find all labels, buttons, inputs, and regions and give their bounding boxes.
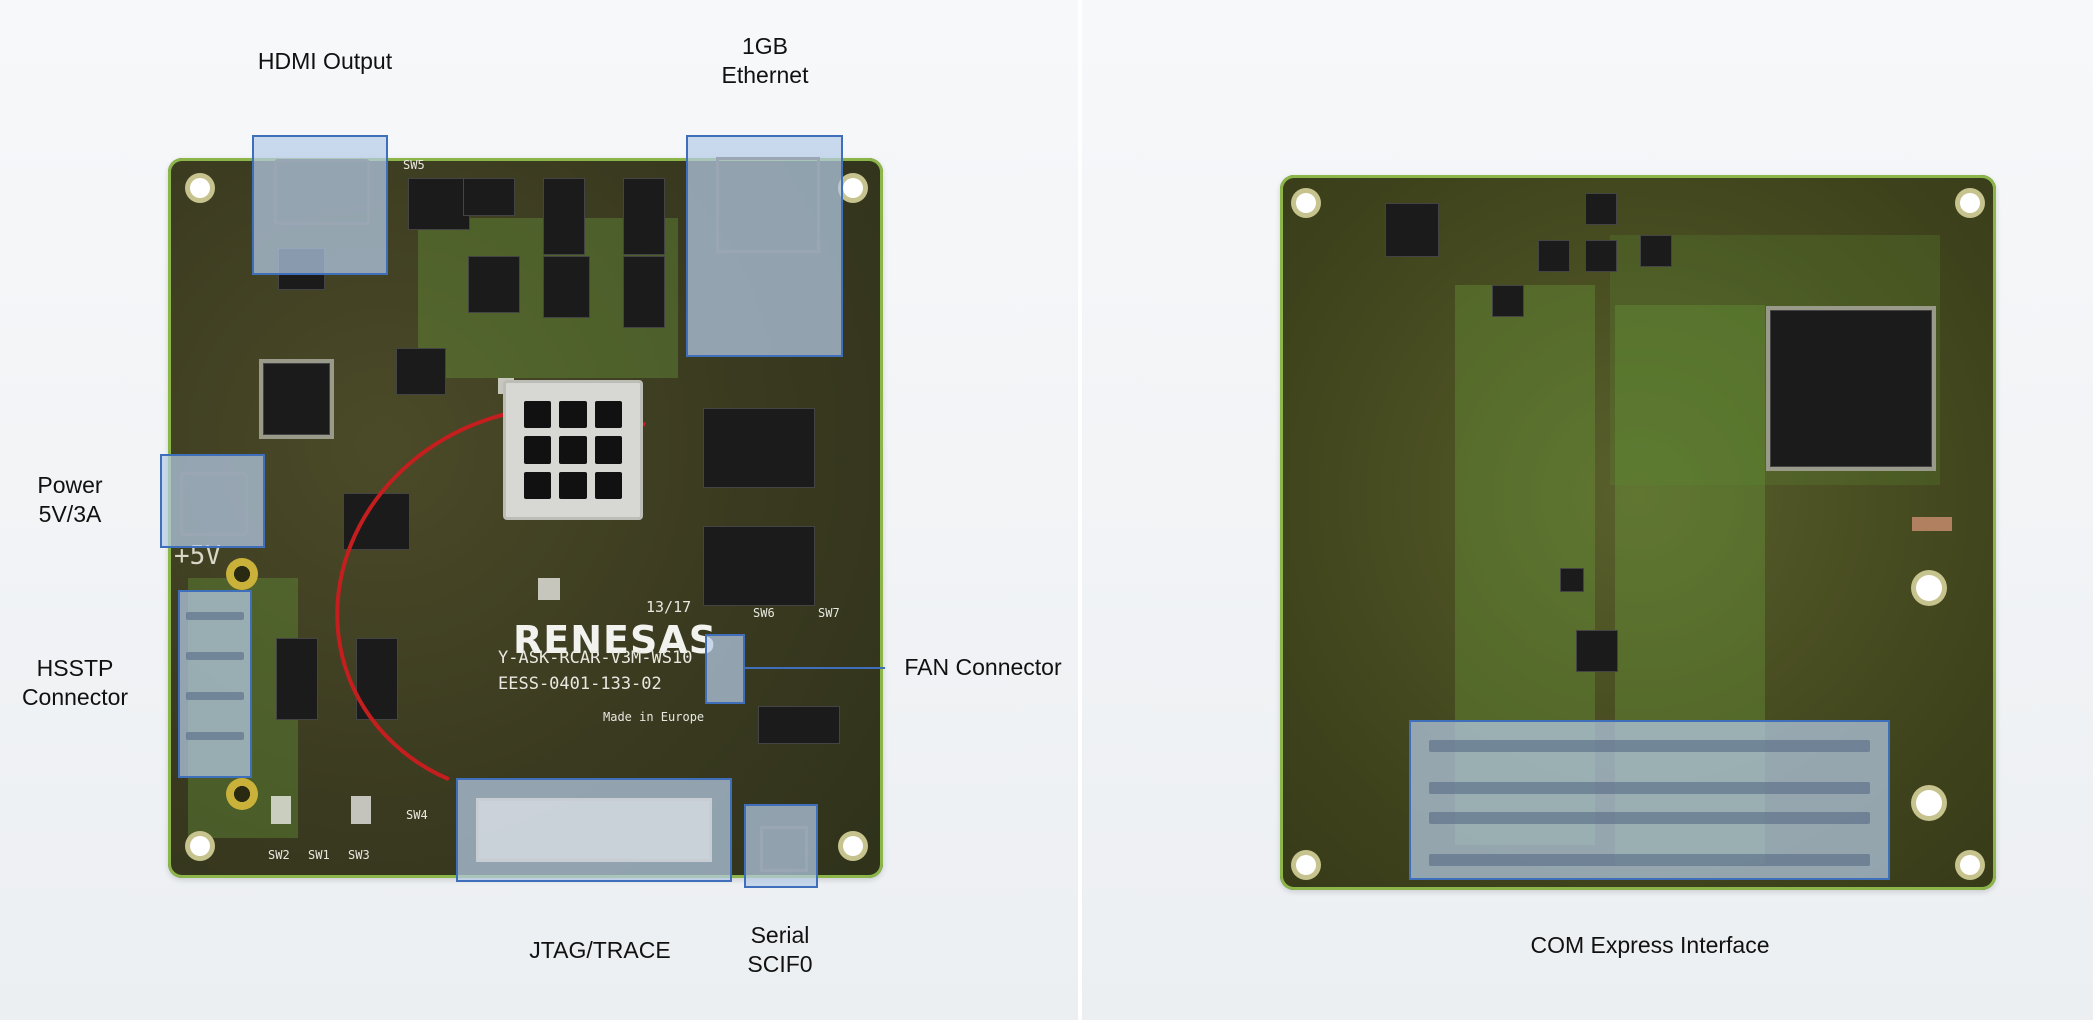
- ethernet-label-line2: Ethernet: [721, 62, 809, 88]
- ic-chip: [408, 178, 470, 230]
- hdmi-port-shape: [274, 159, 370, 225]
- mount-hole: [190, 836, 210, 856]
- heatsink-fin: [594, 436, 622, 464]
- com-express-interface-label: COM Express Interface: [1530, 932, 1770, 958]
- mount-hole: [1916, 575, 1942, 601]
- connector-ridge: [1429, 782, 1870, 794]
- memory-chip: [703, 526, 815, 606]
- serial-label-line1: Serial: [750, 922, 810, 948]
- hdmi-output-label: HDMI Output: [257, 48, 393, 74]
- power-jack-shape: [180, 472, 248, 536]
- gold-mount-ring: [226, 558, 258, 590]
- ic-chip: [758, 706, 840, 744]
- ic-chip: [396, 348, 446, 395]
- jtag-trace-label: JTAG/TRACE: [529, 937, 671, 963]
- connector-ridge: [186, 652, 244, 660]
- silkscreen-switch-label: SW2: [268, 848, 290, 862]
- mount-hole: [190, 178, 210, 198]
- serial-connector-highlight: [744, 804, 818, 888]
- panel-divider: [1078, 0, 1082, 1020]
- jtag-connector-highlight: [456, 778, 732, 882]
- silkscreen-switch-label: SW7: [818, 606, 840, 620]
- mount-hole: [1296, 855, 1316, 875]
- fan-connector-highlight: [705, 634, 745, 704]
- silkscreen-switch-label: SW5: [403, 158, 425, 172]
- push-button-switch: [351, 796, 371, 824]
- smd-component: [538, 578, 560, 600]
- heatsink-fin: [594, 471, 622, 499]
- connector-ridge: [1429, 854, 1870, 866]
- ic-chip: [543, 256, 590, 318]
- power-connector-highlight: [160, 454, 265, 548]
- heatsink: [503, 380, 643, 520]
- renesas-logo: RENESAS: [513, 618, 718, 662]
- com-express-connector-highlight: [1409, 720, 1890, 880]
- heatsink-fin: [594, 401, 622, 429]
- mount-hole: [1960, 855, 1980, 875]
- resistor: [1912, 517, 1952, 531]
- connector-ridge: [186, 612, 244, 620]
- heatsink-fin: [524, 436, 552, 464]
- ic-chip: [623, 256, 665, 328]
- power-label-line2: 5V/3A: [38, 501, 102, 527]
- fan-connector-label: FAN Connector: [904, 654, 1062, 680]
- mount-hole: [843, 178, 863, 198]
- silkscreen-switch-label: SW3: [348, 848, 370, 862]
- hdmi-connector-highlight: [252, 135, 388, 275]
- heatsink-fin: [559, 436, 587, 464]
- ic-chip: [1585, 193, 1617, 225]
- gold-mount-ring: [226, 778, 258, 810]
- serial-label-line2: SCIF0: [747, 951, 813, 977]
- mount-hole: [1916, 790, 1942, 816]
- heatsink-fin: [524, 401, 552, 429]
- ic-chip: [1560, 568, 1584, 592]
- connector-ridge: [1429, 812, 1870, 824]
- jtag-header-shape: [476, 798, 712, 862]
- ic-chip: [276, 638, 318, 720]
- fan-leader-line: [745, 667, 885, 669]
- silkscreen-part-number: EESS-0401-133-02: [498, 674, 662, 694]
- large-ic-chip: [1770, 310, 1932, 467]
- silkscreen-switch-label: SW6: [753, 606, 775, 620]
- ic-chip: [263, 363, 330, 435]
- ic-chip: [1640, 235, 1672, 267]
- heatsink-fin: [559, 471, 587, 499]
- back-view-panel: COM Express Interface: [1082, 0, 2093, 1020]
- ethernet-connector-highlight: [686, 135, 843, 357]
- mount-hole: [1960, 193, 1980, 213]
- heatsink-fin: [559, 401, 587, 429]
- mount-hole: [1296, 193, 1316, 213]
- ethernet-label-line1: 1GB: [741, 33, 789, 59]
- ic-chip: [1576, 630, 1618, 672]
- silkscreen-switch-label: SW1: [308, 848, 330, 862]
- hsstp-label-line1: HSSTP: [36, 655, 114, 681]
- mount-hole: [843, 836, 863, 856]
- heatsink-fin: [524, 471, 552, 499]
- front-view-panel: SW5 SW6 SW7 SW2 SW1 SW3 SW4 +5V 13/17 RE…: [0, 0, 1078, 1020]
- hsstp-connector-highlight: [178, 590, 252, 778]
- rj45-port-shape: [716, 157, 820, 253]
- silkscreen-origin: Made in Europe: [603, 710, 705, 724]
- silkscreen-model: Y-ASK-RCAR-V3M-WS10: [498, 648, 693, 668]
- connector-ridge: [186, 732, 244, 740]
- ic-chip: [463, 178, 515, 216]
- ic-chip: [468, 256, 520, 313]
- ic-chip: [356, 638, 398, 720]
- push-button-switch: [271, 796, 291, 824]
- mini-usb-shape: [760, 826, 808, 872]
- connector-ridge: [186, 692, 244, 700]
- hsstp-label-line2: Connector: [21, 684, 129, 710]
- power-label-line1: Power: [37, 472, 103, 498]
- ic-chip: [1538, 240, 1570, 272]
- connector-ridge: [1429, 740, 1870, 752]
- memory-chip: [703, 408, 815, 488]
- silkscreen-switch-label: SW4: [406, 808, 428, 822]
- ic-chip: [1585, 240, 1617, 272]
- ic-chip: [623, 178, 665, 255]
- ic-chip: [1492, 285, 1524, 317]
- ic-chip: [343, 493, 410, 550]
- ic-chip: [543, 178, 585, 255]
- silkscreen-revision: 13/17: [646, 598, 692, 616]
- ic-chip: [1385, 203, 1439, 257]
